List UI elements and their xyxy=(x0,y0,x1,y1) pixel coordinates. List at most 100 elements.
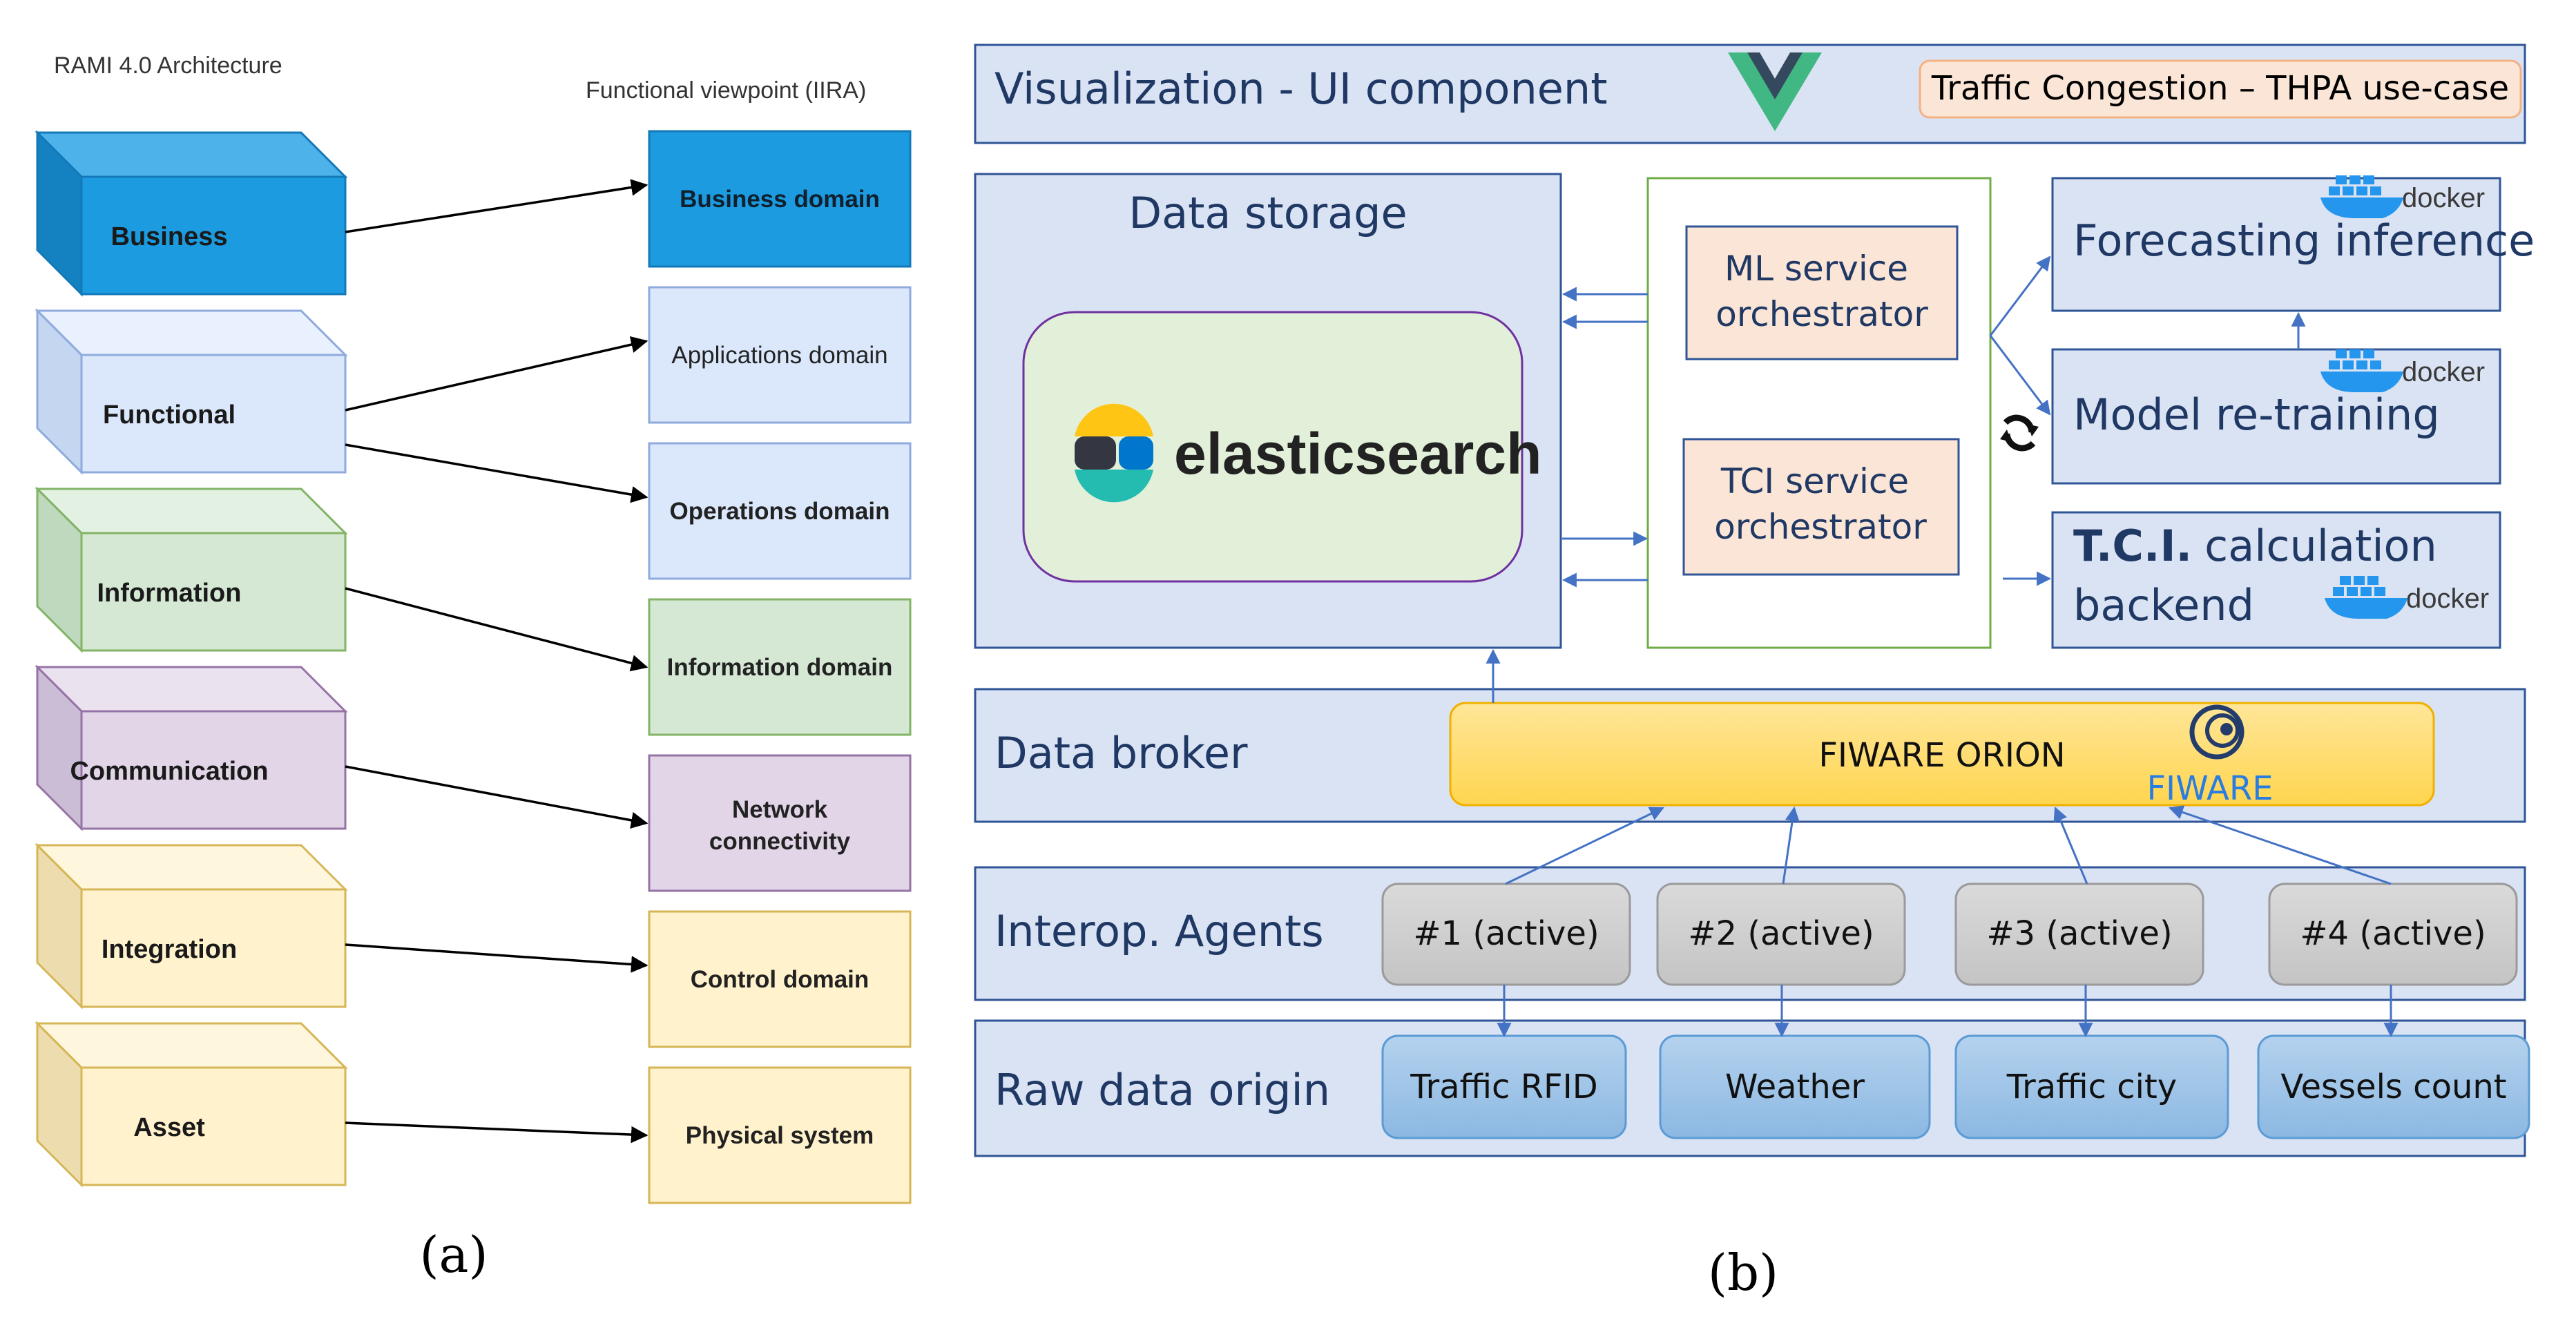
panel-a-rami: RAMI 4.0 Architecture Functional viewpoi… xyxy=(35,52,912,1284)
docker-container xyxy=(2343,360,2354,369)
arrow xyxy=(2169,805,2392,885)
source-button: Vessels count xyxy=(2257,1034,2530,1139)
source-button: Traffic city xyxy=(1954,1034,2229,1139)
rami-layer-cube: Integration xyxy=(35,842,348,1010)
rami-layer-cube: Functional xyxy=(35,308,348,475)
domain-rect xyxy=(648,1066,912,1204)
cube-front xyxy=(80,532,347,652)
agent-button: #4 (active) xyxy=(2268,883,2518,986)
agent-list: #1 (active) #2 (active) #3 (active) #4 (act… xyxy=(1381,883,2518,986)
data-broker-label: Data broker xyxy=(994,728,1248,778)
docker-container xyxy=(2361,587,2372,596)
docker-whale xyxy=(2320,349,2403,392)
mapping-arrow xyxy=(345,943,648,973)
docker-container xyxy=(2336,349,2347,358)
docker-container xyxy=(2343,186,2354,195)
retraining-label: Model re-training xyxy=(2073,389,2440,440)
flow-arrows xyxy=(1486,255,2399,1038)
docker-logo: docker xyxy=(2320,349,2485,392)
tci-orch-line-1: TCI service xyxy=(1720,461,1909,501)
mapping-arrow xyxy=(345,179,648,233)
forecasting-label: Forecasting inference xyxy=(2073,215,2535,266)
rami-layer-cube: Communication xyxy=(35,664,348,831)
tci-calc: calculation xyxy=(2204,521,2437,571)
tci-backend-line-1: T.C.I.calculation xyxy=(2073,521,2437,571)
rami-layer-cube: Business xyxy=(35,130,348,297)
agent-button: #1 (active) xyxy=(1381,883,1631,986)
ml-orch-line-2: orchestrator xyxy=(1715,294,1928,334)
iira-domain-box: Operations domain xyxy=(648,442,912,580)
data-storage-label: Data storage xyxy=(1128,188,1407,238)
tci-orchestrator-label: TCI service orchestrator xyxy=(1714,461,1927,547)
cube-top xyxy=(35,1022,348,1069)
usecase-label: Traffic Congestion – THPA use-case xyxy=(1931,69,2509,108)
tci-bold: T.C.I. xyxy=(2073,521,2192,571)
iira-domain-box: Applications domain xyxy=(648,286,912,424)
docker-label: docker xyxy=(2402,357,2485,387)
arrow xyxy=(2053,807,2088,885)
cube-top xyxy=(35,844,348,891)
source-label: Traffic city xyxy=(2006,1068,2177,1106)
docker-whale xyxy=(2320,175,2403,218)
source-label: Traffic RFID xyxy=(1410,1068,1598,1106)
agent-label: #1 (active) xyxy=(1413,914,1599,953)
docker-container xyxy=(2356,186,2367,195)
docker-body xyxy=(2320,197,2403,218)
docker-container xyxy=(2374,587,2385,596)
cube-front xyxy=(80,888,347,1008)
layer-to-domain-arrows xyxy=(345,179,648,1144)
docker-body xyxy=(2320,372,2403,392)
source-list: Traffic RFID Weather Traffic city Vessels c… xyxy=(1381,1034,2530,1139)
iira-domain-box: Physical system xyxy=(648,1066,912,1204)
tci-orchestrator-box xyxy=(1682,438,1960,576)
interop-agents-label: Interop. Agents xyxy=(994,906,1324,956)
arrow xyxy=(1989,335,2051,416)
docker-label: docker xyxy=(2406,584,2489,614)
cube-top xyxy=(35,666,348,713)
iira-domain-box: Business domain xyxy=(648,130,912,268)
ml-orchestrator-box xyxy=(1685,225,1959,360)
agent-label: #4 (active) xyxy=(2300,914,2486,953)
domain-label: Information domain xyxy=(667,654,893,681)
docker-body xyxy=(2325,598,2407,619)
docker-container xyxy=(2363,349,2374,358)
domain-rect xyxy=(648,442,912,580)
layer-label: Functional xyxy=(103,401,236,430)
vue-logo xyxy=(1728,52,1822,131)
rami-layer-cube: Information xyxy=(35,486,348,653)
docker-container xyxy=(2329,360,2340,369)
domain-rect xyxy=(648,286,912,424)
cube-front xyxy=(80,354,347,474)
fiware-orion-box xyxy=(1449,702,2435,807)
agent-button: #2 (active) xyxy=(1656,883,1906,986)
docker-container xyxy=(2349,349,2361,358)
panel-b-caption: (b) xyxy=(1708,1244,1778,1302)
panel-b-architecture: Visualization - UI component Traffic Con… xyxy=(974,44,2535,1302)
layer-label: Asset xyxy=(133,1113,205,1142)
docker-container xyxy=(2370,360,2381,369)
rami-layer-cube: Asset xyxy=(35,1021,348,1188)
ml-orchestrator-label: ML service orchestrator xyxy=(1715,249,1928,334)
elasticsearch-wordmark: elasticsearch xyxy=(1174,421,1541,486)
cube-front xyxy=(80,1066,347,1186)
source-label: Vessels count xyxy=(2280,1068,2506,1106)
iira-domain-box: Information domain xyxy=(648,598,912,736)
source-button: Traffic RFID xyxy=(1381,1034,1627,1139)
agent-button: #3 (active) xyxy=(1954,883,2204,986)
mapping-arrow xyxy=(345,765,648,829)
agent-rect xyxy=(1954,883,2204,986)
cube-top xyxy=(35,488,348,534)
mapping-arrow xyxy=(345,1121,648,1144)
docker-container xyxy=(2329,186,2340,195)
ml-orch-line-1: ML service xyxy=(1724,249,1908,289)
agent-label: #3 (active) xyxy=(1986,914,2172,953)
retraining-box xyxy=(2051,348,2501,485)
mapping-arrow xyxy=(345,336,648,412)
source-label: Weather xyxy=(1725,1068,1865,1106)
forecasting-box xyxy=(2051,177,2501,312)
agent-label: #2 (active) xyxy=(1688,914,1874,953)
docker-container xyxy=(2340,576,2351,585)
